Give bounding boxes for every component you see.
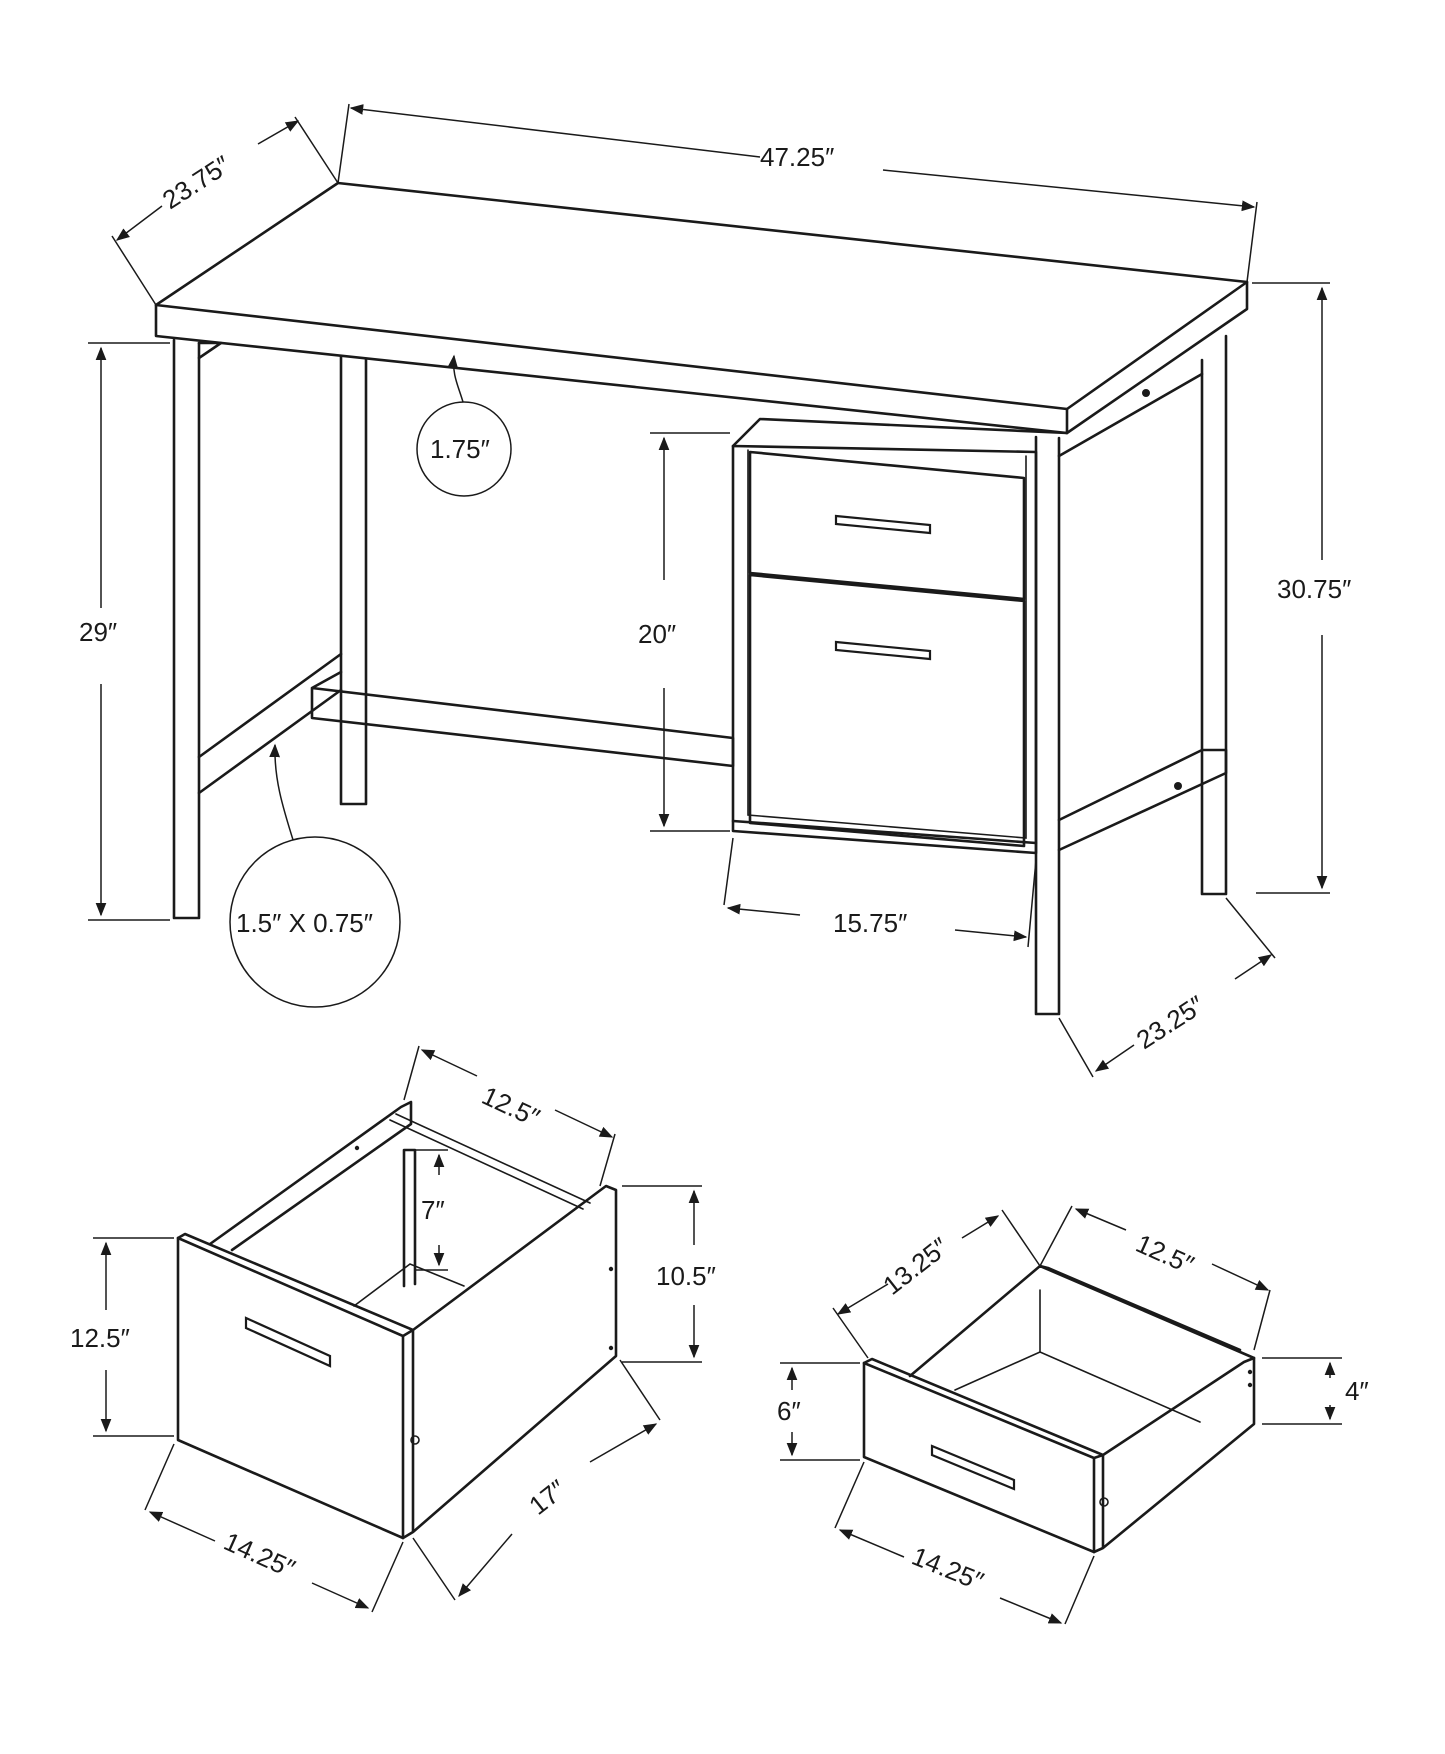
dim-top-depth-line-left <box>115 205 163 241</box>
pedestal-inner-frame <box>747 449 1027 839</box>
desk-dimensions: 47.25″ 23.75″ 30.75″ 29″ 1.75″ 1.5″ X 0.… <box>79 103 1351 1078</box>
dim-pedestal-width-line-right <box>954 929 1028 942</box>
dim-file-front-width-label: 14.25″ <box>220 1526 300 1584</box>
file-drawer-screw-2 <box>608 1266 614 1272</box>
dim-file-side-height-label: 10.5″ <box>656 1261 716 1291</box>
dim-file-inner-height-label: 7″ <box>421 1195 445 1225</box>
dim-small-front-width-label: 14.25″ <box>908 1541 988 1597</box>
bolt-hole-right-upper <box>1142 389 1150 397</box>
dim-small-depth-label: 13.25″ <box>877 1231 954 1300</box>
dim-pedestal-height-label: 20″ <box>638 619 676 649</box>
small-drawer-drawing <box>862 1264 1256 1554</box>
dim-small-depth-line-left <box>836 1283 889 1315</box>
file-drawer-right-side <box>401 1184 618 1540</box>
side-rail-left <box>197 341 223 360</box>
file-drawer-left-side <box>208 1100 413 1252</box>
dim-file-front-width-line-right <box>311 1582 370 1609</box>
pedestal-top <box>731 417 1069 448</box>
dim-leg-height-label: 29″ <box>79 617 117 647</box>
desk-top-front-edge <box>154 303 1069 435</box>
dim-small-inner-width-line-left <box>1074 1208 1127 1231</box>
dim-overall-height-label: 30.75″ <box>1277 574 1351 604</box>
dim-small-front-width-line-left <box>838 1529 905 1558</box>
callout-leg-profile-label: 1.5″ X 0.75″ <box>236 908 373 938</box>
callout-leg-profile-circle <box>229 836 401 1008</box>
callout-top-thickness-label: 1.75″ <box>430 434 490 464</box>
dim-file-depth-label: 17″ <box>523 1474 572 1521</box>
small-drawer-front <box>862 1361 1096 1554</box>
dim-file-depth-line-left <box>458 1533 513 1598</box>
file-drawer-drawing <box>176 1100 618 1540</box>
leg-rear-left <box>339 354 368 806</box>
desk-drawing <box>154 181 1249 1016</box>
dim-pedestal-width-label: 15.75″ <box>833 908 907 938</box>
dim-top-width-line-right <box>882 169 1256 212</box>
dim-file-depth-line-right <box>589 1423 658 1463</box>
dim-top-depth-label: 23.75″ <box>157 149 236 215</box>
small-drawer-right-side <box>1092 1356 1256 1554</box>
lower-drawer-handle <box>834 640 932 661</box>
file-drawer-hanging-rail <box>389 1113 591 1210</box>
dim-small-depth-line-right <box>961 1215 1000 1239</box>
bolt-hole-right-lower <box>1174 782 1182 790</box>
small-drawer-handle <box>930 1444 1016 1491</box>
side-stretcher-right <box>1057 748 1228 852</box>
callout-leg-profile-leader <box>269 743 295 844</box>
pedestal-upper-drawer <box>748 450 1026 601</box>
small-drawer-knob <box>1099 1497 1109 1507</box>
file-drawer-front-top <box>176 1232 415 1338</box>
center-stretcher <box>310 670 735 768</box>
dim-base-depth-line-right <box>1234 954 1273 980</box>
leg-rear-right <box>1200 334 1228 896</box>
file-drawer-inner-bottom <box>353 1263 465 1307</box>
upper-drawer-handle <box>834 514 932 535</box>
file-drawer-dimensions: 12.5″ 7″ 10.5″ 12.5″ 14.25″ 17″ <box>70 1045 716 1613</box>
dim-file-inner-width-line-right <box>554 1109 614 1138</box>
small-drawer-screw-1 <box>1247 1369 1253 1375</box>
small-drawer-inner-bottom <box>954 1351 1201 1423</box>
file-drawer-screw-3 <box>608 1345 614 1351</box>
pedestal-lower-drawer <box>748 573 1026 848</box>
dim-top-width-line-left <box>349 104 761 158</box>
side-stretcher-left <box>197 652 343 795</box>
file-drawer-screw-1 <box>354 1145 360 1151</box>
leg-front-right <box>1034 435 1061 1016</box>
file-drawer-knob <box>410 1435 420 1445</box>
side-rail-right-top <box>1057 372 1204 458</box>
dim-small-inner-width-label: 12.5″ <box>1132 1228 1199 1280</box>
dim-small-front-width-line-right <box>999 1597 1063 1624</box>
callout-top-thickness-leader <box>447 354 464 403</box>
file-drawer-handle <box>244 1316 332 1368</box>
dim-small-front-height-label: 6″ <box>777 1396 801 1426</box>
dim-top-width-label: 47.25″ <box>760 142 834 172</box>
dim-file-front-height-label: 12.5″ <box>70 1323 130 1353</box>
small-drawer-back <box>908 1264 1256 1378</box>
dim-small-side-height-label: 4″ <box>1345 1376 1369 1406</box>
leg-front-left <box>172 338 201 920</box>
dim-small-inner-width-line-right <box>1211 1263 1270 1291</box>
small-drawer-screw-2 <box>1247 1382 1253 1388</box>
small-drawer-front-top <box>862 1357 1105 1460</box>
dim-base-depth-label: 23.25″ <box>1131 989 1210 1055</box>
dim-file-inner-width-line-left <box>420 1049 478 1077</box>
callout-top-thickness-circle <box>416 401 512 497</box>
dim-base-depth-line-left <box>1094 1044 1135 1072</box>
file-drawer-front <box>176 1236 405 1540</box>
small-drawer-dimensions: 13.25″ 12.5″ 6″ 4″ 14.25″ <box>777 1205 1369 1625</box>
desk-top-side-edge <box>1065 280 1249 435</box>
dim-pedestal-width-line-left <box>726 903 801 916</box>
dim-top-depth-line-right <box>257 120 300 145</box>
dim-file-front-width-line-left <box>148 1511 216 1542</box>
dim-file-inner-width-label: 12.5″ <box>477 1080 544 1132</box>
desk-top-surface <box>154 181 1249 411</box>
